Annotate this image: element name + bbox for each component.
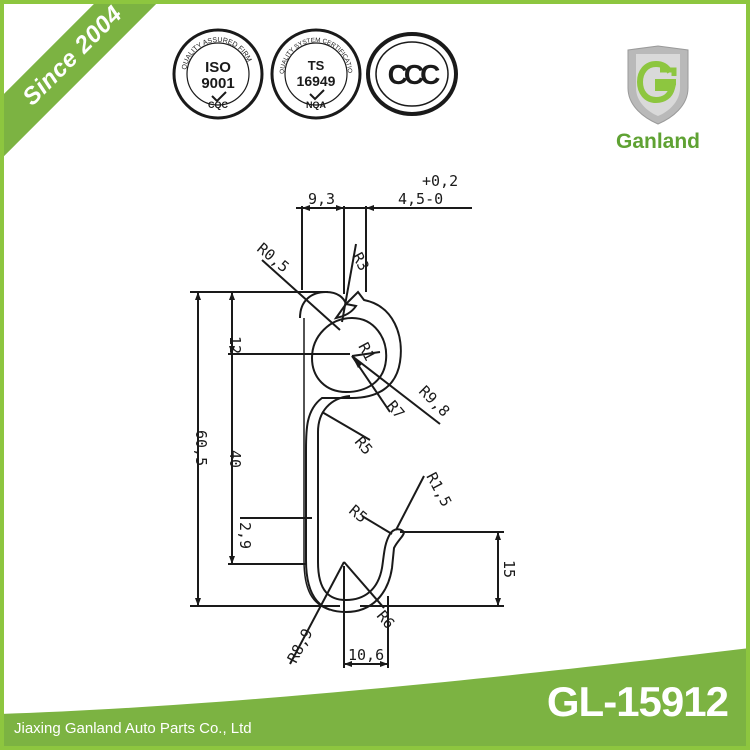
dim-r1-5: R1,5: [422, 469, 455, 509]
dim-top-width: 9,3: [308, 190, 335, 208]
iso-line2: 9001: [201, 75, 234, 92]
dim-height-40: 40: [226, 450, 244, 468]
ts-bottom: NQA: [306, 100, 327, 110]
ganland-shield-icon: [627, 45, 689, 125]
hook-circle: [310, 317, 388, 394]
dim-r6: R6: [373, 607, 398, 632]
model-number: GL-15912: [546, 678, 729, 725]
dim-r5-upper: R5: [351, 433, 376, 458]
iso-line1: ISO: [205, 59, 231, 76]
footer-band: [0, 648, 750, 750]
dim-height-15: 15: [500, 560, 518, 578]
company-name: Jiaxing Ganland Auto Parts Co., Ltd: [14, 720, 252, 737]
iso-bottom: CQC: [208, 100, 229, 110]
ts-16949-seal: QUALITY SYSTEM CERTIFICATION TS 16949 NQ…: [270, 28, 362, 120]
check-icon: [211, 91, 227, 103]
ccc-seal: CCC: [366, 32, 458, 116]
iso-9001-seal: QUALITY ASSURED FIRM ISO 9001 CQC: [172, 28, 264, 120]
brand-name: Ganland: [615, 130, 700, 153]
dim-height-2-9: 2,9: [236, 522, 254, 549]
dim-bottom-width: 10,6: [348, 646, 384, 664]
dim-total-height: 60,5: [192, 430, 210, 466]
dim-tolerance: +0,2: [422, 172, 458, 190]
ts-line1: TS: [308, 58, 325, 73]
profile-outline: [299, 290, 406, 614]
ts-line2: 16949: [297, 73, 336, 89]
ccc-text: CCC: [388, 59, 440, 90]
brand-logo: Ganland: [598, 44, 718, 154]
dim-r5-lower: R5: [345, 501, 370, 526]
dim-r9-8: R9,8: [415, 382, 453, 420]
dim-r7: R7: [383, 397, 408, 422]
check-icon: [309, 89, 325, 101]
dim-top-slot: 4,5-0: [398, 190, 443, 208]
dim-height-12: 12: [226, 336, 244, 354]
